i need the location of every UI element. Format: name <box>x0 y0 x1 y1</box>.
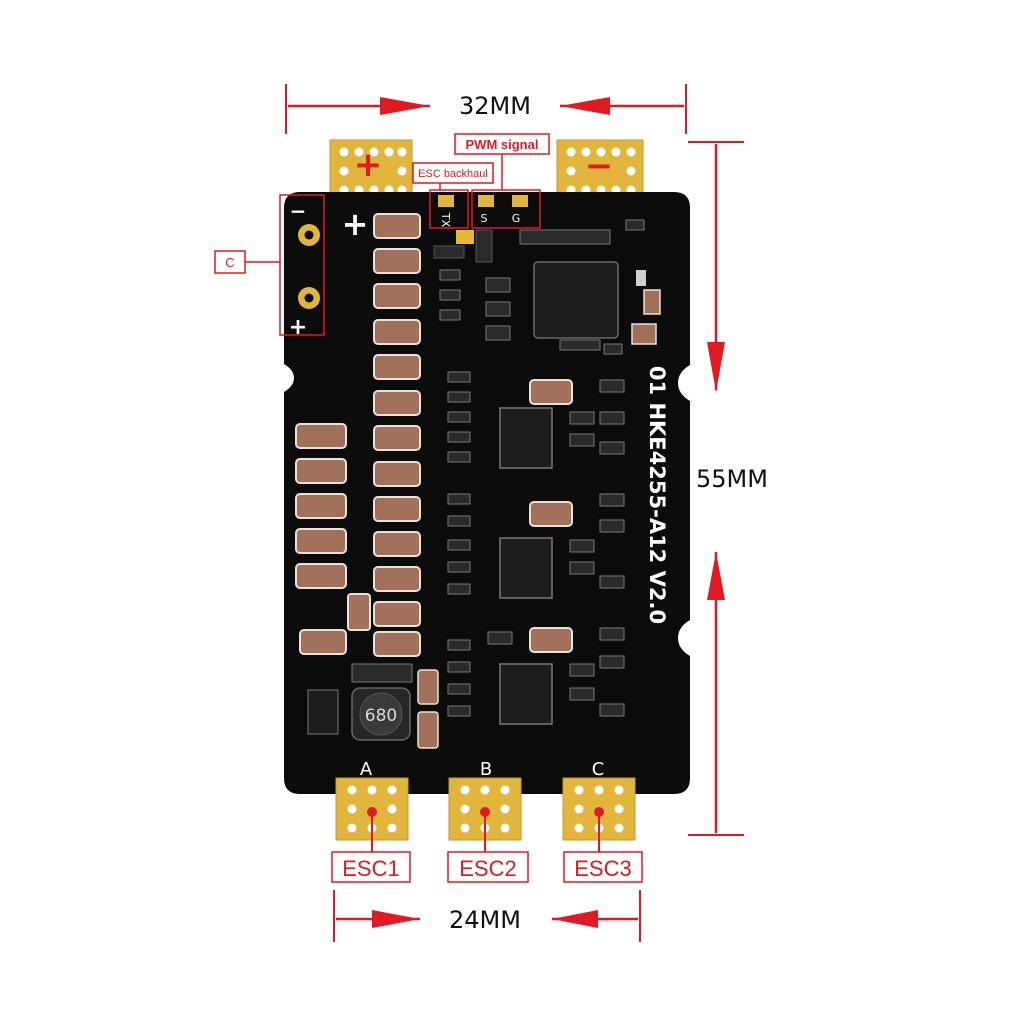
driver-stage-3 <box>447 627 625 725</box>
dimension-height: 55MM <box>688 141 768 836</box>
dimension-bottom-width-label: 24MM <box>449 906 521 934</box>
driver-stage-2 <box>447 493 625 599</box>
motor-tab-b <box>448 777 522 852</box>
board-plus-silkscreen: + <box>342 205 369 243</box>
mcu-area <box>433 219 661 355</box>
pad-label-g: G <box>512 212 521 225</box>
esc3-label: ESC3 <box>574 856 631 881</box>
c-callout: C <box>214 194 325 336</box>
pad-label-s: S <box>481 212 488 225</box>
motor-tab-c <box>562 777 636 852</box>
esc2-label: ESC2 <box>459 856 516 881</box>
side-power-pads: − + <box>289 199 320 340</box>
battery-plus-tab: + <box>329 139 413 203</box>
capacitor-column <box>373 213 421 657</box>
signal-pads: TX S G <box>438 195 528 228</box>
esc-backhaul-callout: ESC backhaul <box>412 162 494 229</box>
phase-label-b: B <box>480 759 492 780</box>
dimension-bottom-width: 24MM <box>333 890 641 942</box>
pad-label-tx: TX <box>439 212 452 228</box>
side-minus-symbol: − <box>290 199 307 223</box>
motor-tab-a <box>335 777 409 852</box>
dimension-height-label: 55MM <box>696 465 768 493</box>
battery-plus-symbol: + <box>354 145 383 185</box>
phase-label-c: C <box>592 759 605 780</box>
side-plus-symbol: + <box>289 315 307 340</box>
capacitor-column-left <box>295 423 371 655</box>
esc1-callout: ESC1 <box>331 851 411 883</box>
battery-minus-symbol: − <box>585 146 614 186</box>
esc1-label: ESC1 <box>342 856 399 881</box>
dimension-top-width-label: 32MM <box>459 92 531 120</box>
pwm-signal-label: PWM signal <box>466 137 539 152</box>
phase-label-a: A <box>360 759 373 780</box>
esc-backhaul-label: ESC backhaul <box>418 168 488 180</box>
dimension-top-width: 32MM <box>285 84 687 134</box>
esc2-callout: ESC2 <box>447 851 529 883</box>
esc3-callout: ESC3 <box>563 851 643 883</box>
driver-stage-1 <box>447 371 625 469</box>
inductor-marking: 680 <box>365 706 397 726</box>
power-section: 680 <box>307 663 439 749</box>
board-model-text: 01 HKE4255-A12 V2.0 <box>645 366 669 624</box>
c-label: C <box>225 255 234 270</box>
pwm-signal-callout: PWM signal <box>454 133 550 229</box>
